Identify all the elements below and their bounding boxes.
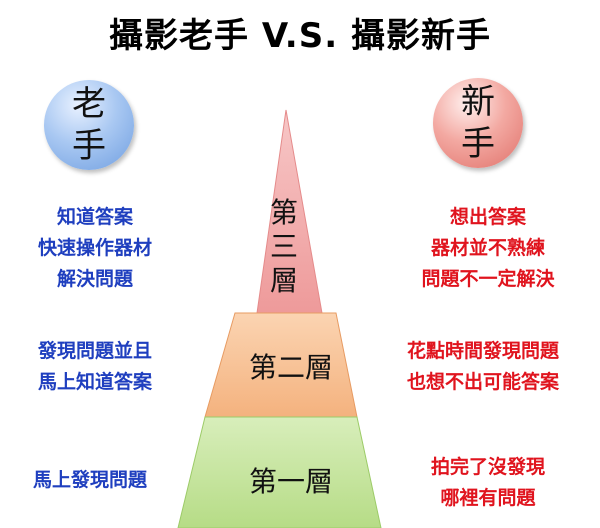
novice-layer-3-line-3: 問題不一定解決	[421, 268, 555, 290]
novice-layer-3-line-2: 器材並不熟練	[430, 237, 545, 259]
novice-circle-char-1: 新	[461, 82, 495, 122]
page-title: 攝影老手 V.S. 攝影新手	[109, 16, 491, 56]
veteran-layer-2-line-1: 發現問題並且	[37, 340, 152, 362]
layer-2-label: 第二層	[248, 351, 333, 384]
novice-layer-1-text: 拍完了沒發現 哪裡有問題	[398, 452, 578, 514]
novice-layer-3-line-1: 想出答案	[449, 206, 526, 228]
novice-layer-2-line-1: 花點時間發現問題	[406, 340, 559, 362]
novice-layer-2-line-2: 也想不出可能答案	[406, 371, 559, 393]
veteran-layer-3-line-2: 快速操作器材	[37, 237, 152, 259]
veteran-circle: 老 手	[44, 80, 134, 170]
novice-circle-char-2: 手	[461, 124, 495, 164]
veteran-layer-3-text: 知道答案 快速操作器材 解決問題	[16, 202, 174, 295]
veteran-layer-1-text: 馬上發現問題	[10, 465, 170, 496]
pyramid-layer-bottom	[177, 416, 382, 528]
veteran-layer-2-text: 發現問題並且 馬上知道答案	[16, 336, 174, 398]
layer-3-label-char-2: 三	[270, 230, 299, 263]
veteran-layer-1-line-1: 馬上發現問題	[32, 469, 147, 491]
layer-3-label-char-1: 第	[270, 196, 299, 229]
novice-layer-3-text: 想出答案 器材並不熟練 問題不一定解決	[398, 202, 578, 295]
veteran-layer-3-line-3: 解決問題	[56, 268, 133, 290]
layer-3-label: 第 三 層	[270, 196, 298, 298]
novice-layer-1-line-2: 哪裡有問題	[440, 487, 536, 509]
veteran-layer-3-line-1: 知道答案	[56, 206, 133, 228]
veteran-circle-char-1: 老	[72, 84, 106, 124]
veteran-circle-char-2: 手	[72, 126, 106, 166]
layer-3-label-char-3: 層	[270, 264, 299, 297]
novice-layer-1-line-1: 拍完了沒發現	[430, 456, 545, 478]
veteran-layer-2-line-2: 馬上知道答案	[37, 371, 152, 393]
novice-layer-2-text: 花點時間發現問題 也想不出可能答案	[378, 336, 588, 398]
layer-1-label: 第一層	[248, 465, 333, 498]
novice-circle: 新 手	[433, 78, 523, 168]
